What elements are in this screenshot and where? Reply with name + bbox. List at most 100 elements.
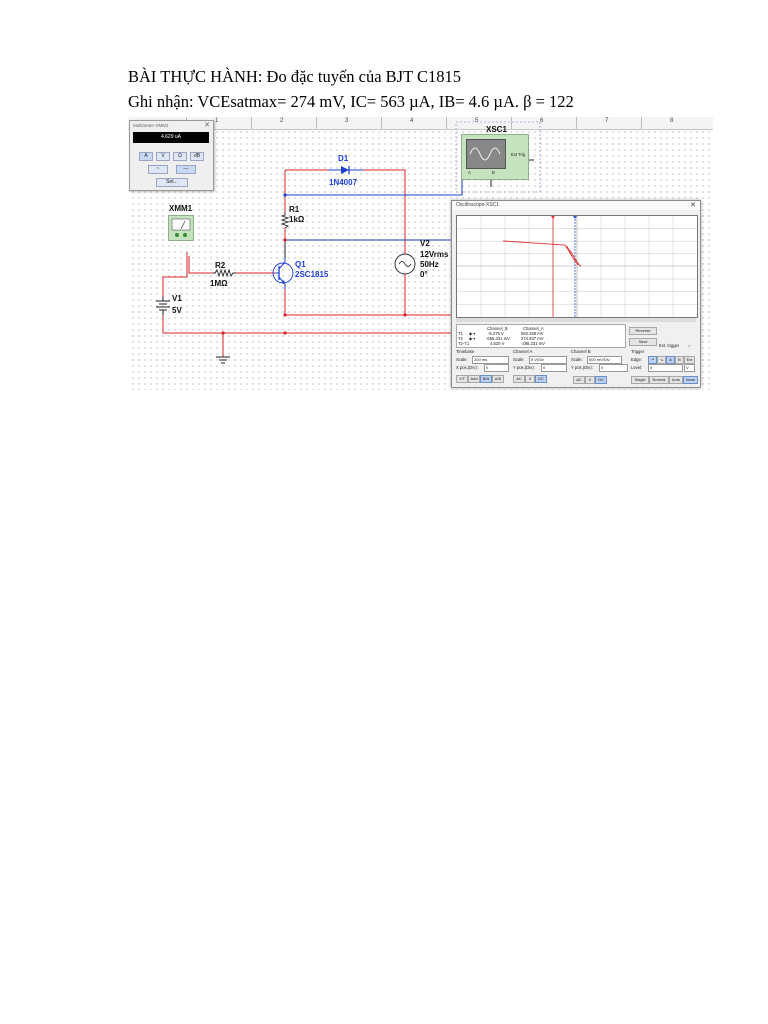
timebase-scale-input[interactable]: 200 ms — [472, 356, 509, 364]
multimeter-panel[interactable]: Multimeter-XMM1 ✕ 4.629 uA A V Ω dB ~ — … — [129, 120, 214, 191]
xsc1-screen — [466, 139, 506, 169]
oscilloscope-title: Oscilloscope-XSC1 — [452, 201, 700, 210]
readout-dt-b: 4.620 V — [490, 341, 505, 346]
set-button[interactable]: Set... — [156, 178, 188, 187]
timebase-title: Timebase — [456, 349, 475, 354]
v1-battery — [156, 297, 170, 315]
channel-b-zero-button[interactable]: 0 — [585, 376, 595, 384]
channel-a-scale-input[interactable]: 5 V/Div — [529, 356, 567, 364]
trigger-level-label: Level: — [631, 365, 643, 370]
close-icon[interactable]: ✕ — [204, 122, 210, 129]
oscilloscope-trace — [457, 216, 697, 317]
ground-symbol — [216, 356, 230, 364]
ruler-mark: 8 — [670, 118, 674, 124]
r2-resistor — [213, 268, 236, 278]
q1-name: Q1 — [295, 260, 306, 269]
trigger-source-a-button[interactable]: A — [666, 356, 675, 364]
channel-b-ypos-input[interactable]: 0 — [599, 364, 628, 372]
channel-a-scale-label: Scale: — [513, 357, 525, 362]
close-icon[interactable]: ✕ — [690, 202, 696, 209]
channel-b-title: Channel B — [571, 349, 591, 354]
oscilloscope-window[interactable]: Oscilloscope-XSC1 ✕ — [451, 200, 701, 388]
channel-a-zero-button[interactable]: 0 — [525, 375, 535, 383]
trigger-level-input[interactable]: 0 — [648, 364, 683, 372]
document-title: BÀI THỰC HÀNH: Đo đặc tuyến của BJT C181… — [128, 67, 461, 86]
ruler-mark: 7 — [605, 118, 609, 124]
oscilloscope-screen[interactable] — [456, 215, 698, 318]
v2-ac-source — [394, 249, 416, 282]
multimeter-display: 4.629 uA — [133, 132, 209, 143]
b-over-a-button[interactable]: B/A — [480, 375, 492, 383]
ext-trig-label: Ext Trig — [511, 152, 526, 157]
d1-model: 1N4007 — [329, 178, 358, 187]
rising-edge-button[interactable]: ⬏ — [648, 356, 657, 364]
trigger-level-unit[interactable]: V — [684, 364, 695, 372]
ruler-mark: 3 — [345, 118, 349, 124]
v2-phase: 0° — [420, 270, 428, 279]
readout-row-label: T1 — [458, 331, 463, 336]
d1-name: D1 — [338, 154, 349, 163]
readout-row-label: T2 — [458, 336, 463, 341]
channel-a-title: Channel A — [513, 349, 533, 354]
channel-a-ac-button[interactable]: AC — [513, 375, 525, 383]
cursor-arrows-icon[interactable]: ◆➜ — [469, 336, 476, 341]
ruler-mark: 6 — [540, 118, 544, 124]
timebase-scale-label: Scale: — [456, 357, 468, 362]
xsc1-channel-b-label: B — [492, 170, 495, 175]
r1-name: R1 — [289, 205, 300, 214]
mode-ammeter-button[interactable]: A — [139, 152, 153, 161]
r1-value: 1kΩ — [289, 215, 305, 224]
channel-b-ac-button[interactable]: AC — [573, 376, 585, 384]
timebase-xpos-label: X pos.(Div): — [456, 365, 478, 370]
yt-button[interactable]: Y/T — [456, 375, 468, 383]
channel-a-ypos-input[interactable]: 0 — [541, 364, 567, 372]
normal-mode-button[interactable]: Normal — [649, 376, 669, 384]
none-mode-button[interactable]: None — [683, 376, 698, 384]
ac-mode-button[interactable]: ~ — [148, 165, 168, 174]
ext-trigger-label: Ext. trigger — [659, 343, 680, 348]
r1-resistor — [280, 212, 290, 229]
horizontal-scrollbar[interactable] — [456, 318, 696, 322]
mode-voltmeter-button[interactable]: V — [156, 152, 170, 161]
reverse-button[interactable]: Reverse — [629, 327, 657, 335]
cursor-readout: Channel_B Channel_A T1 -5.275 V 563.268 … — [456, 324, 626, 348]
workspace-ruler: 1 2 3 4 5 6 7 8 — [128, 117, 713, 130]
multisim-screenshot: 1 2 3 4 5 6 7 8 — [128, 117, 713, 390]
readout-t2-b: -655.431 mV — [486, 336, 510, 341]
xsc1-instrument[interactable]: Ext Trig A B — [461, 134, 529, 180]
add-button[interactable]: Add — [468, 375, 480, 383]
ruler-mark: 5 — [475, 118, 479, 124]
ruler-mark: 2 — [280, 118, 284, 124]
xmm1-label: XMM1 — [169, 204, 193, 213]
channel-b-ypos-label: Y pos.(Div): — [571, 365, 593, 370]
ruler-mark: 4 — [410, 118, 414, 124]
v1-value: 5V — [172, 306, 182, 315]
cursor-arrows-icon[interactable]: ◆➜ — [469, 331, 476, 336]
channel-a-dc-button[interactable]: DC — [535, 375, 547, 383]
mode-ohmmeter-button[interactable]: Ω — [173, 152, 187, 161]
single-mode-button[interactable]: Single — [631, 376, 649, 384]
save-button[interactable]: Save — [629, 338, 657, 346]
v2-frequency: 50Hz — [420, 260, 439, 269]
xmm1-instrument[interactable] — [168, 215, 194, 241]
dc-mode-button[interactable]: — — [176, 165, 196, 174]
multimeter-title: Multimeter-XMM1 — [133, 123, 169, 128]
falling-edge-button[interactable]: ⬎ — [657, 356, 666, 364]
xsc1-label: XSC1 — [486, 125, 507, 134]
readout-t2-a: 274.937 mV — [521, 336, 544, 341]
readout-row-label: T2-T1 — [458, 341, 470, 346]
mode-db-button[interactable]: dB — [190, 152, 204, 161]
trigger-source-b-button[interactable]: B — [675, 356, 684, 364]
a-over-b-button[interactable]: A/B — [492, 375, 504, 383]
channel-b-scale-input[interactable]: 500 mV/Div — [587, 356, 622, 364]
auto-mode-button[interactable]: Auto — [669, 376, 683, 384]
v1-name: V1 — [172, 294, 182, 303]
meter-icon — [171, 218, 191, 237]
ext-trigger-radio[interactable]: ○ — [688, 343, 691, 348]
readout-dt-a: -288.331 mV — [521, 341, 545, 346]
timebase-xpos-input[interactable]: 0 — [484, 364, 509, 372]
readout-col-b: Channel_B — [487, 326, 508, 331]
trigger-source-ext-button[interactable]: Ext — [684, 356, 695, 364]
channel-b-dc-button[interactable]: DC — [595, 376, 607, 384]
r2-value: 1MΩ — [210, 279, 228, 288]
